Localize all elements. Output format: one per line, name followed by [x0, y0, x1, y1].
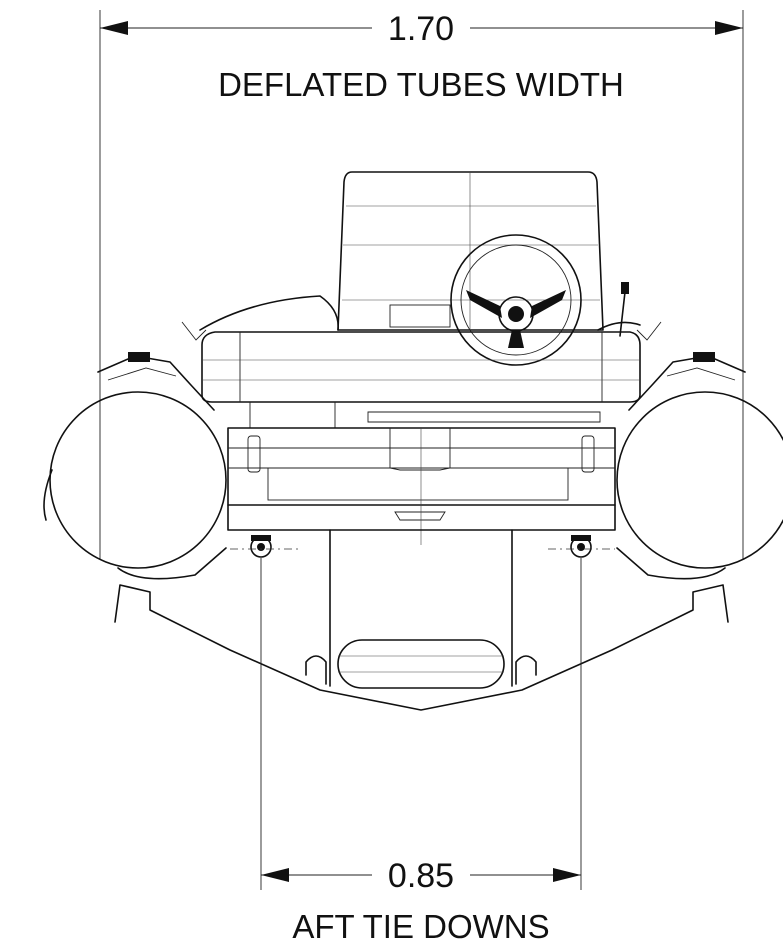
tie-down-value: 0.85	[388, 857, 454, 895]
left-tube	[43, 321, 227, 580]
overall-width-value: 1.70	[388, 10, 454, 48]
overall-width-dimension: 1.70 DEFLATED TUBES WIDTH	[99, 10, 744, 560]
console	[337, 171, 604, 331]
overall-width-caption: DEFLATED TUBES WIDTH	[218, 66, 624, 103]
arrow-left-icon	[100, 21, 128, 35]
steering-wheel-icon	[450, 234, 582, 366]
tie-arrow-left-icon	[261, 868, 289, 882]
bow-tube-right	[597, 321, 641, 331]
right-tube	[616, 321, 783, 580]
hull	[114, 529, 729, 711]
tie-down-right-icon	[570, 535, 592, 558]
arrow-right-icon	[715, 21, 743, 35]
bow-tube-left	[199, 295, 339, 331]
tie-down-dimension: 0.85 AFT TIE DOWNS	[260, 558, 582, 945]
tie-down-caption: AFT TIE DOWNS	[292, 908, 549, 945]
transom	[201, 331, 641, 429]
antenna	[619, 282, 629, 337]
stern-bracket	[227, 427, 616, 545]
tie-arrow-right-icon	[553, 868, 581, 882]
boat-outline	[43, 171, 783, 711]
tie-down-left-icon	[250, 535, 272, 558]
